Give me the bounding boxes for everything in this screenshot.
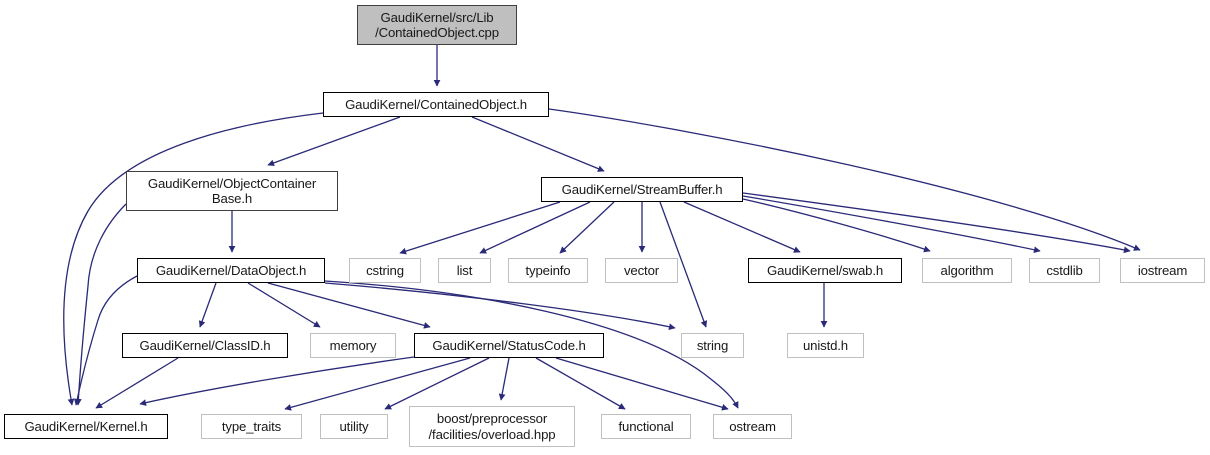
node-utility[interactable]: utility [320, 414, 388, 439]
edge-contained_h-to-objcontbase_h [267, 116, 401, 167]
node-list[interactable]: list [438, 258, 491, 283]
node-contained_h[interactable]: GaudiKernel/ContainedObject.h [323, 92, 549, 117]
edge-streambuf_h-to-cstring [399, 201, 561, 255]
node-cstring[interactable]: cstring [349, 258, 421, 283]
node-algorithm[interactable]: algorithm [922, 258, 1012, 283]
node-type_traits[interactable]: type_traits [201, 414, 302, 439]
node-cstdlib[interactable]: cstdlib [1029, 258, 1100, 283]
edge-streambuf_h-to-iostream [742, 192, 1131, 254]
node-iostream[interactable]: iostream [1120, 258, 1205, 283]
node-vector[interactable]: vector [605, 258, 678, 283]
node-memory[interactable]: memory [310, 333, 396, 358]
node-boost_overload[interactable]: boost/preprocessor /facilities/overload.… [409, 406, 575, 447]
node-swab_h[interactable]: GaudiKernel/swab.h [748, 258, 902, 283]
edge-streambuf_h-to-algorithm [742, 198, 931, 253]
edge-streambuf_h-to-swab_h [683, 201, 801, 253]
edge-streambuf_h-to-typeinfo [559, 201, 615, 254]
edge-dataobject_h-to-statuscode_h [267, 282, 431, 329]
node-dataobject_h[interactable]: GaudiKernel/DataObject.h [137, 258, 325, 283]
edge-dataobject_h-to-memory [247, 282, 321, 328]
edge-statuscode_h-to-kernel_h [139, 356, 415, 406]
edge-streambuf_h-to-list [479, 201, 591, 254]
node-classid_h[interactable]: GaudiKernel/ClassID.h [122, 333, 288, 358]
node-contained_cpp[interactable]: GaudiKernel/src/Lib /ContainedObject.cpp [357, 5, 517, 45]
edge-dataobject_h-to-string [324, 282, 676, 331]
node-streambuf_h[interactable]: GaudiKernel/StreamBuffer.h [541, 177, 743, 202]
node-statuscode_h[interactable]: GaudiKernel/StatusCode.h [414, 333, 604, 358]
node-unistd_h[interactable]: unistd.h [787, 333, 864, 358]
edge-contained_h-to-streambuf_h [471, 116, 605, 172]
node-functional[interactable]: functional [601, 414, 691, 439]
edge-statuscode_h-to-type_traits [284, 357, 471, 411]
node-string[interactable]: string [681, 333, 744, 358]
edge-classid_h-to-kernel_h [95, 357, 179, 409]
node-ostream[interactable]: ostream [713, 414, 792, 439]
node-objcontbase_h[interactable]: GaudiKernel/ObjectContainer Base.h [126, 171, 338, 211]
node-kernel_h[interactable]: GaudiKernel/Kernel.h [4, 414, 168, 439]
edge-streambuf_h-to-cstdlib [742, 195, 1041, 254]
node-typeinfo[interactable]: typeinfo [508, 258, 588, 283]
edge-statuscode_h-to-utility [384, 357, 490, 410]
edge-statuscode_h-to-boost_overload [498, 357, 510, 401]
edge-objcontbase_h-to-kernel_h [74, 203, 127, 406]
edge-statuscode_h-to-functional [535, 357, 626, 410]
edge-statuscode_h-to-ostream [555, 357, 729, 411]
edge-dataobject_h-to-classid_h [198, 282, 217, 328]
